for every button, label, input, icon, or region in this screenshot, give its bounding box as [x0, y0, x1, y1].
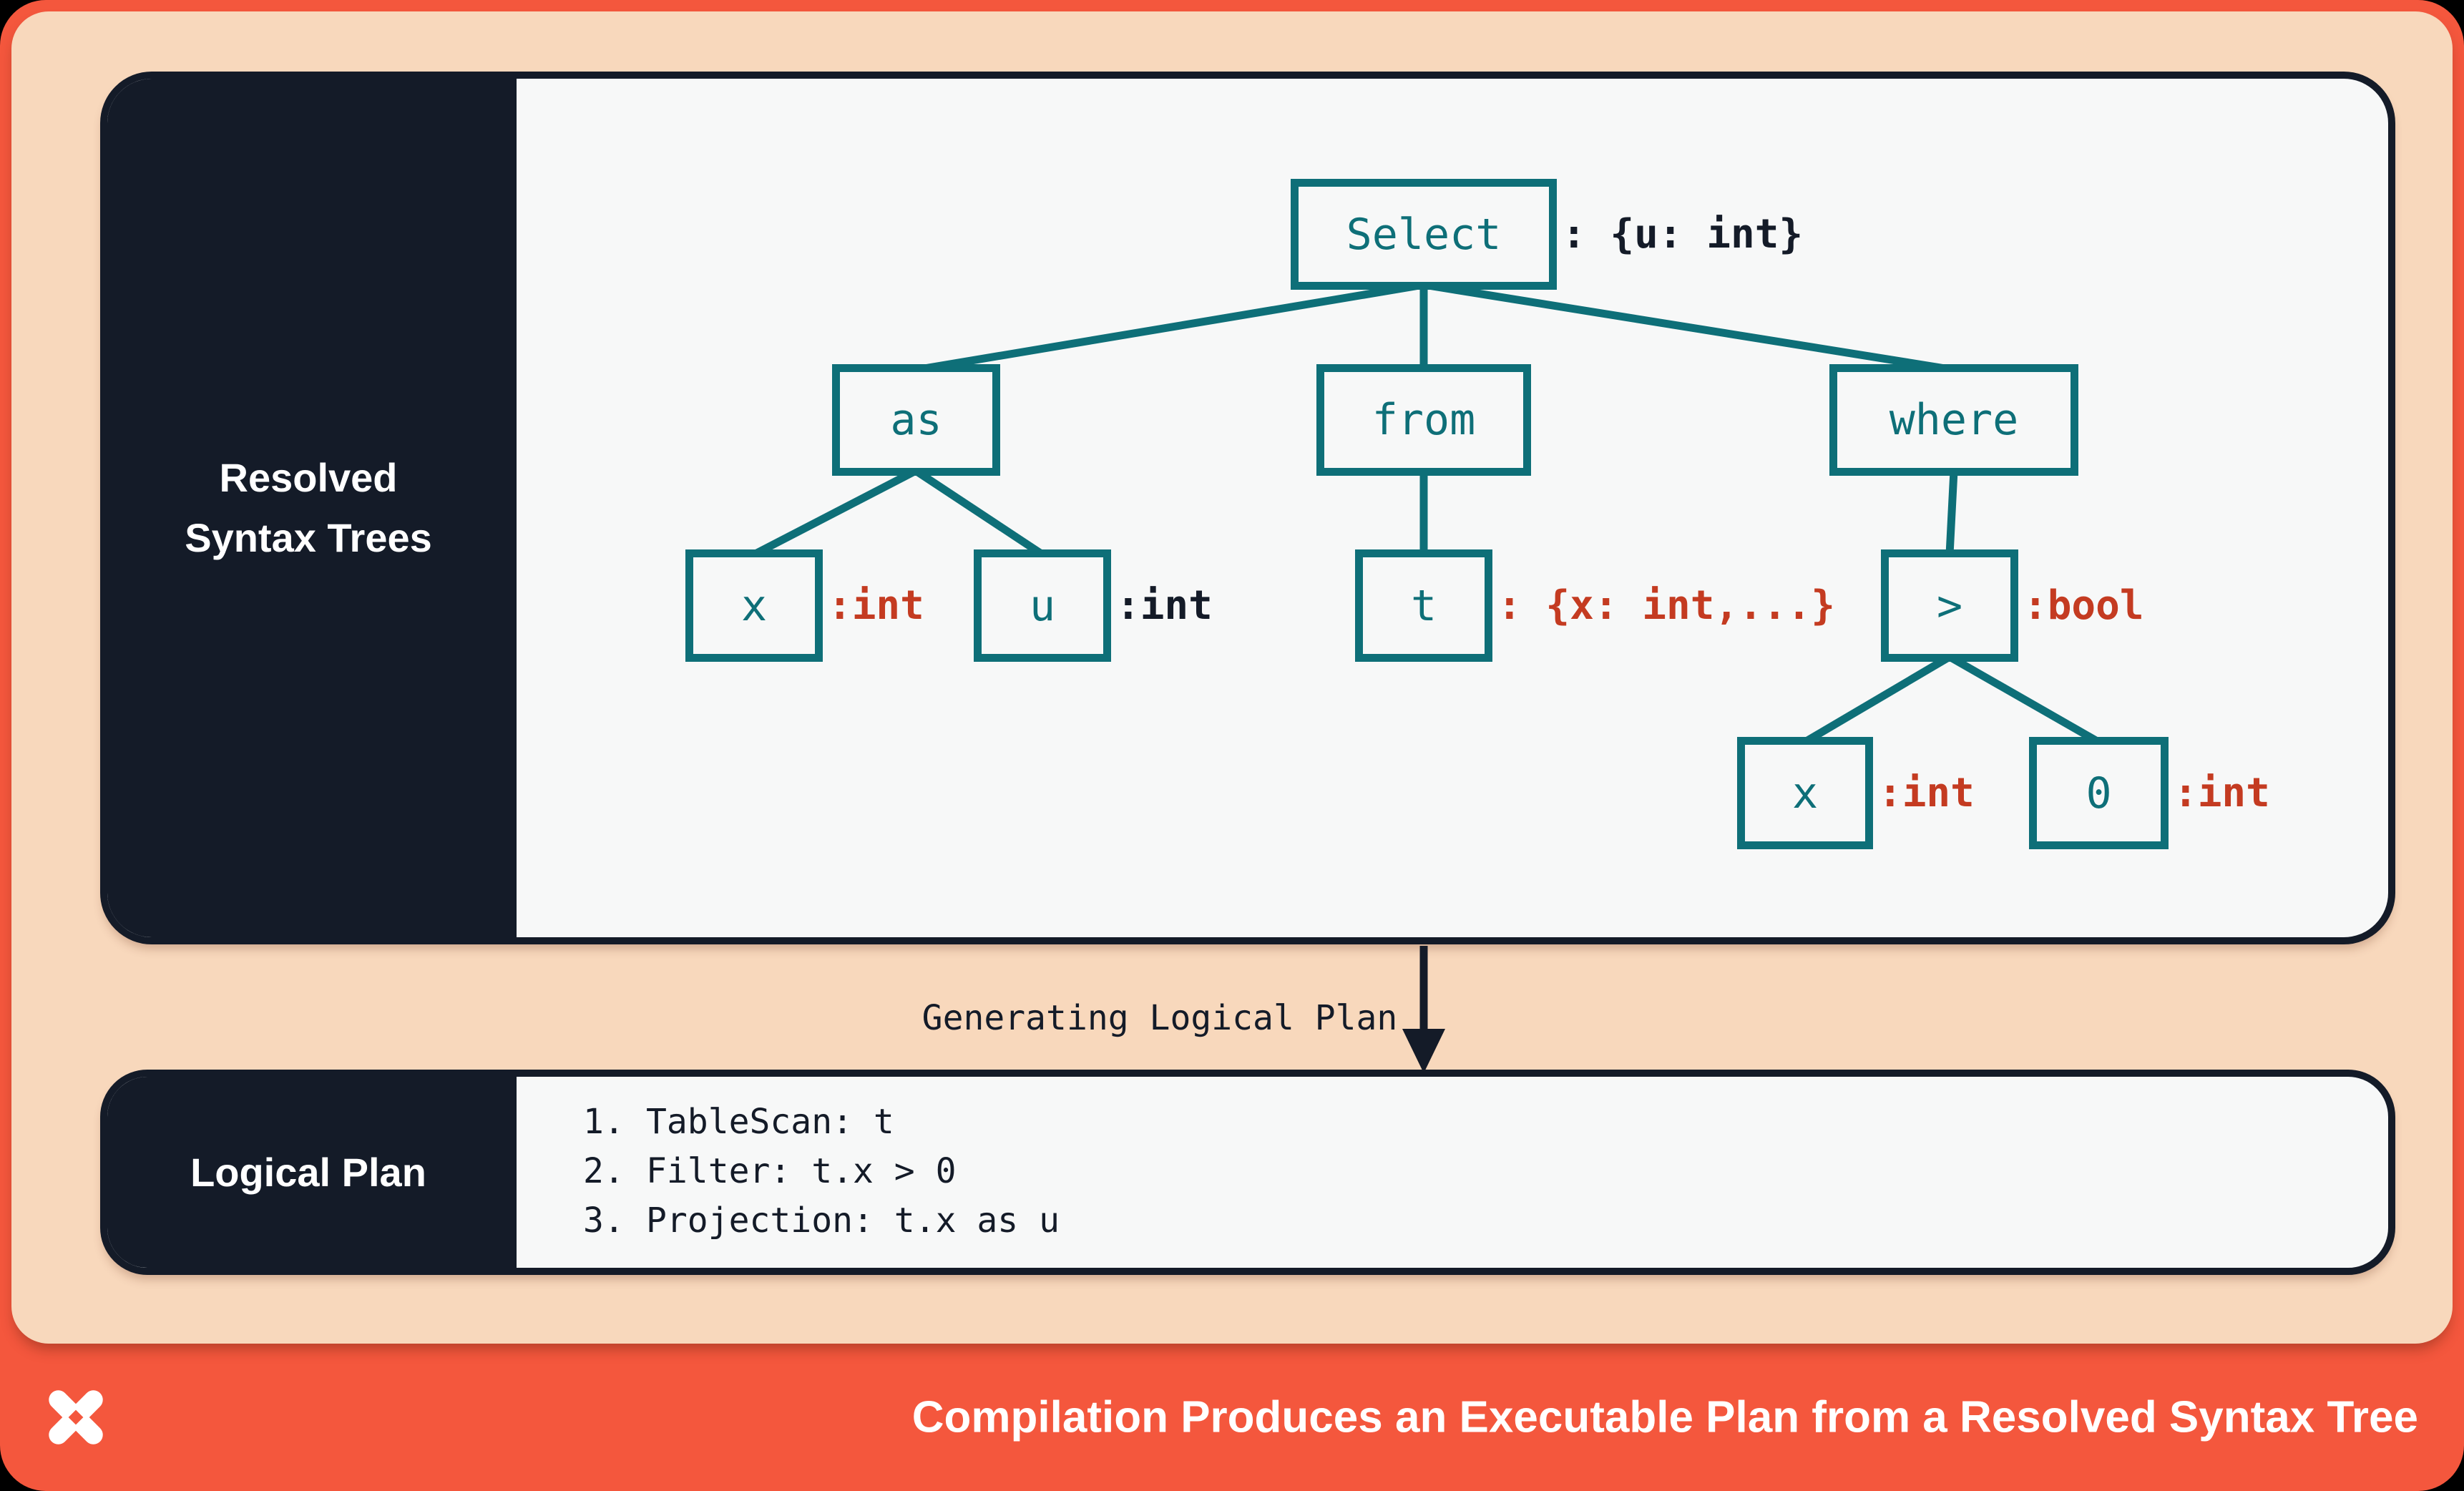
tree-node-from-label: from [1372, 395, 1476, 445]
tree-node-where: where [1829, 364, 2078, 476]
tree-node-u-alias-label: u [1029, 580, 1056, 631]
tree-node-greater-than: > :bool [1881, 549, 2144, 662]
tree-node-as: as [832, 364, 1000, 476]
tree-node-x-alias-label: x [740, 580, 768, 631]
tree-node-t: t : {x: int,...} [1355, 549, 1835, 662]
logical-plan-panel: Logical Plan 1. TableScan: t 2. Filter: … [100, 1070, 2395, 1275]
plan-step: 2. Filter: t.x > 0 [583, 1146, 1060, 1196]
tree-node-x-alias: x :int [685, 549, 924, 662]
tree-node-greater-than-type: :bool [2023, 582, 2144, 629]
tree-node-x-compare-type: :int [1878, 769, 1975, 816]
tree-node-select-type: : {u: int} [1562, 210, 1804, 258]
logical-plan-steps: 1. TableScan: t 2. Filter: t.x > 0 3. Pr… [583, 1097, 1060, 1245]
tree-node-u-alias: u :int [974, 549, 1213, 662]
resolved-panel-sidebar: Resolved Syntax Trees [107, 79, 517, 937]
tree-node-t-label: t [1410, 580, 1437, 631]
logical-plan-sidebar: Logical Plan [107, 1077, 517, 1268]
plan-step-text: TableScan: t [646, 1101, 894, 1142]
tree-node-u-alias-type: :int [1116, 582, 1213, 629]
tree-node-as-label: as [890, 395, 942, 445]
tree-node-t-type: : {x: int,...} [1497, 582, 1836, 629]
tree-node-x-alias-type: :int [828, 582, 924, 629]
plan-step: 1. TableScan: t [583, 1097, 1060, 1146]
tree-node-x-compare: x :int [1737, 737, 1975, 849]
tree-node-select-label: Select [1346, 209, 1502, 260]
content-area: Resolved Syntax Trees Logical Plan 1. Ta… [11, 11, 2453, 1344]
plan-step: 3. Projection: t.x as u [583, 1196, 1060, 1245]
plan-step-text: Projection: t.x as u [646, 1200, 1060, 1241]
footer-title: Compilation Produces an Executable Plan … [911, 1392, 2418, 1442]
tree-node-from: from [1316, 364, 1531, 476]
resolved-syntax-trees-panel: Resolved Syntax Trees [100, 72, 2395, 944]
tree-node-zero: 0 :int [2029, 737, 2270, 849]
transition-label: Generating Logical Plan [921, 998, 1398, 1038]
plan-step-number: 1. [583, 1101, 625, 1142]
tree-node-where-label: where [1889, 395, 2019, 445]
tree-node-x-compare-label: x [1791, 768, 1819, 818]
tree-node-zero-type: :int [2174, 769, 2270, 816]
resolved-panel-title-line1: Resolved [219, 455, 398, 500]
footer-bar: Compilation Produces an Executable Plan … [0, 1344, 2464, 1491]
tree-node-select: Select : {u: int} [1291, 179, 1803, 290]
tree-node-zero-label: 0 [2086, 768, 2112, 818]
pinwheel-x-logo-icon [49, 1390, 103, 1444]
logical-plan-title: Logical Plan [190, 1149, 426, 1195]
tree-node-greater-than-label: > [1936, 580, 1963, 631]
plan-step-number: 2. [583, 1150, 625, 1191]
resolved-panel-title-line2: Syntax Trees [185, 515, 432, 560]
plan-step-text: Filter: t.x > 0 [646, 1150, 957, 1191]
plan-step-number: 3. [583, 1200, 625, 1241]
